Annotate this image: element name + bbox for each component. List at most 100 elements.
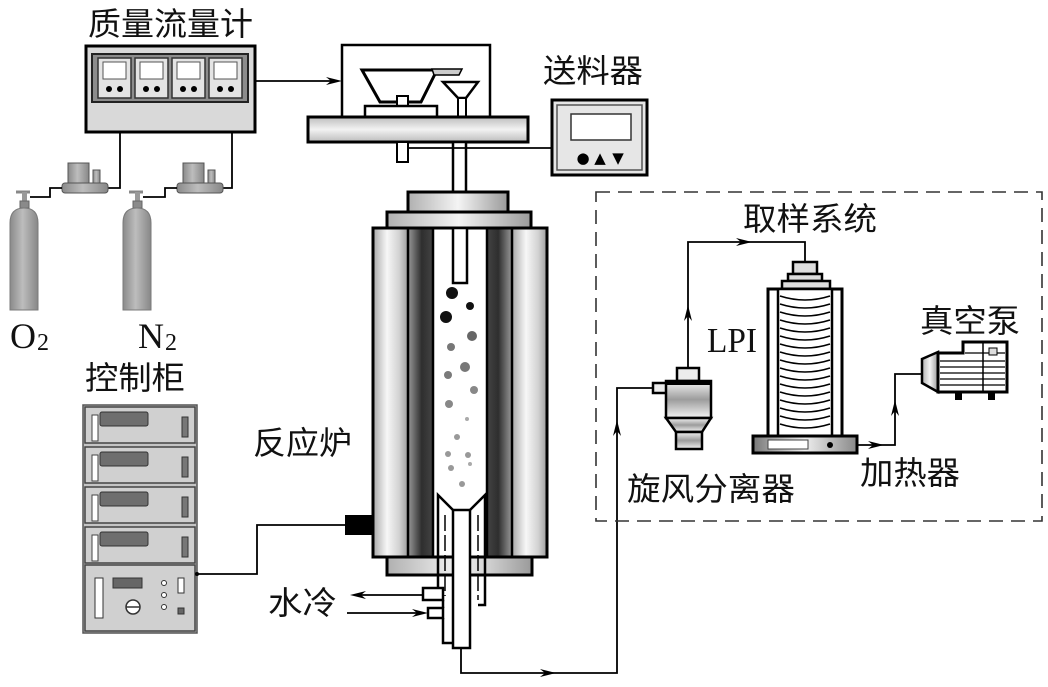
arrow-up-icon [613,420,621,436]
low-pressure-impactor-icon [751,260,859,455]
cyclone-dust-outlet [674,430,704,451]
particle [466,302,474,310]
impactor-label: LPI [707,321,757,360]
gas-line-o2 [108,132,121,189]
vacuum-pump-icon [920,340,1009,400]
particle [467,331,477,341]
heater-column-outer-right [512,228,547,557]
arrow-up-icon [891,400,899,416]
flow-channel-display-icon [134,57,169,99]
cabinet-module-icon [84,486,196,524]
impactor-stage [779,303,831,309]
pump-foot [988,392,995,400]
gas-line-n2 [222,132,233,189]
particle [460,362,470,372]
thermocouple-icon [345,515,373,535]
drop-tube-furnace [345,190,549,650]
pump-cooling-fins [940,352,1005,386]
cyclone-body [664,379,713,420]
impactor-stage [779,399,831,405]
gas-cylinder-o2: O2 [9,162,109,356]
cabinet-module-icon [84,406,196,444]
arrow-right-icon [412,609,428,617]
impactor-stage [779,319,831,325]
feed-hopper-icon [359,68,440,104]
particle [470,386,478,394]
particle [446,287,458,299]
impactor-cap [791,260,819,276]
flow-channel-display-icon [171,57,206,99]
pump-inlet-cone [920,350,940,395]
feeder-controller: ● ▲ ▼ [550,98,649,177]
particle [465,452,471,458]
cyclone-separator-icon [651,366,714,451]
particle [454,434,460,440]
hopper-nozzle [396,95,409,107]
particle [459,481,465,487]
cylinder-valve-icon [129,190,143,209]
heater-column-inner-left [408,228,433,557]
impactor-stage [779,311,831,317]
feeder-plate [306,115,530,144]
impactor-stage [779,335,831,341]
flow-channel-display-icon [208,57,243,99]
sample-gas-line [460,387,653,674]
coolant-outlet-port [421,586,445,602]
particle [468,462,472,466]
feeder-controller-bezel [556,104,643,171]
particle [445,451,451,457]
down-arrow-button-icon: ▼ [612,149,624,167]
cyclone-label: 旋风分离器 [627,471,795,507]
gas-label-o2: O2 [10,316,49,356]
feeder-controller-screen [570,113,632,141]
pressure-regulator-icon [61,162,109,194]
arrow-right-icon [540,669,556,677]
cyclone-outlet [675,366,701,383]
impactor-stage [779,327,831,333]
heater-label: 加热器 [860,455,960,491]
heater-base-slot [767,439,809,450]
impactor-stage [779,383,831,389]
heater-column-outer-left [373,228,408,557]
feed-shaft [451,140,468,196]
probe-jacket-wall [436,491,487,645]
control-cabinet [82,404,198,634]
feeder-label: 送料器 [543,53,643,89]
impactor-stage [779,407,831,413]
cyclone-cone [663,416,714,434]
furnace-top-flange [385,210,533,230]
connection-dot [195,572,199,576]
particle [445,400,453,408]
regulator-connector [30,187,62,198]
hopper-base [363,104,439,119]
vacuum-pump-label: 真空泵 [920,303,1020,339]
pump-terminal-box [988,347,998,356]
up-arrow-button-icon: ▲ [594,149,606,167]
thermocouple-signal-line [197,524,345,575]
impactor-stage [779,351,831,357]
arrow-up-icon [684,305,692,321]
impactor-stage [779,391,831,397]
impactor-to-pump-line [857,373,922,446]
mass-flow-meter-label: 质量流量计 [88,6,253,42]
water-cooling-label: 水冷 [268,585,337,621]
impactor-stage [779,359,831,365]
sampling-probe-tube [451,508,472,650]
heater-column-inner-right [487,228,512,557]
reactor-label: 反应炉 [253,425,352,461]
particle [465,417,469,421]
record-button-icon: ● [576,149,589,167]
impactor-stage [779,343,831,349]
funnel-stem [457,97,467,118]
arrow-right-icon [736,238,752,246]
arrow-left-icon [350,591,366,599]
cabinet-control-panel-icon [84,564,196,632]
pressure-regulator-icon [176,162,224,194]
flow-channel-display-icon [97,57,132,99]
arrowhead-icon [326,77,342,85]
arrow-right-icon [868,441,884,449]
cyclone-top-band [666,381,711,385]
regulator-connector [143,187,177,198]
powder-feeder [306,43,552,196]
